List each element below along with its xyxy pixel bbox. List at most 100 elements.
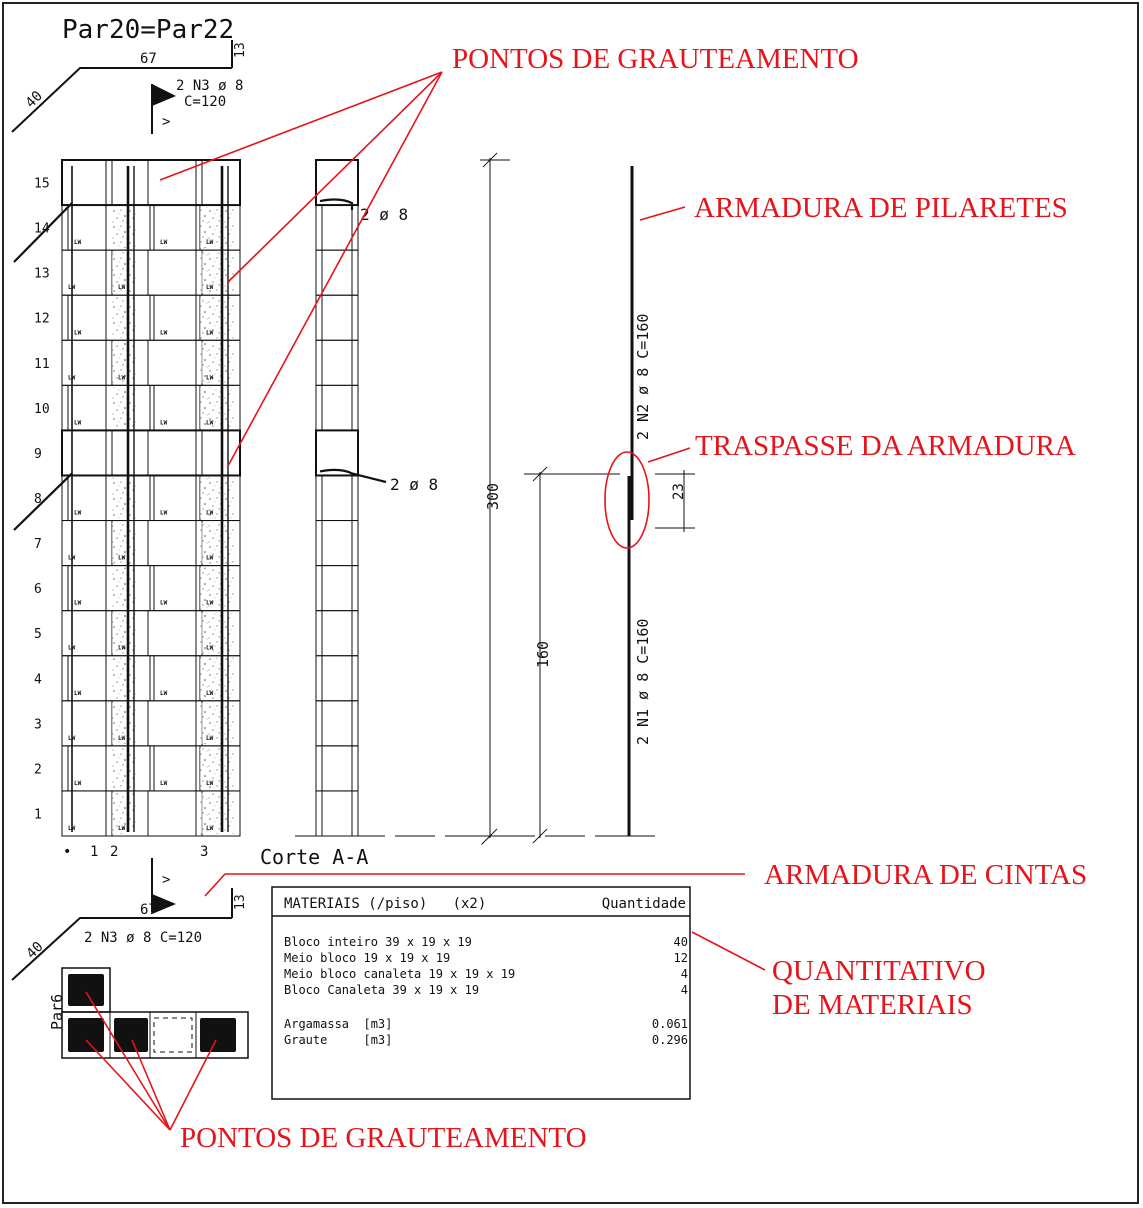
course-number: 13	[34, 267, 50, 282]
block-tag: LW	[206, 645, 214, 652]
block-tag: LW	[206, 284, 214, 291]
materials-header: MATERIAIS (/piso) (x2)	[284, 896, 486, 912]
block-tag: LW	[160, 510, 168, 517]
course-number: 8	[34, 492, 42, 507]
course-number: 15	[34, 177, 50, 192]
annotation-quantities-line2: DE MATERIAIS	[772, 989, 973, 1021]
block-tag: LW	[118, 645, 126, 652]
annotation-overlap: TRASPASSE DA ARMADURA	[695, 430, 1076, 462]
column-number-labels: • 1 2 3	[63, 844, 208, 860]
grouted-core	[112, 792, 136, 834]
block-tag: LW	[74, 419, 82, 426]
grouted-core	[112, 567, 136, 609]
block-tag: LW	[206, 329, 214, 336]
grouted-core	[112, 657, 136, 699]
bottom-dim-40: 40	[23, 939, 46, 962]
bottom-bar-shape: 67 40 13 2 N3 ø 8 C=120	[11, 888, 248, 981]
bond-beam-bar-hook	[13, 472, 73, 531]
column-number-3: 3	[200, 844, 208, 860]
block-tag: LW	[160, 690, 168, 697]
block-tag: LW	[206, 419, 214, 426]
grouted-core	[112, 387, 136, 429]
block-tag: LW	[74, 780, 82, 787]
block-tag: LW	[206, 735, 214, 742]
annotation-quantities-line1: QUANTITATIVO	[772, 955, 986, 987]
section-bar-upper: 2 ø 8	[360, 205, 408, 224]
materials-row-label: Meio bloco 19 x 19 x 19	[284, 951, 450, 965]
block-tag: LW	[206, 825, 214, 832]
block-tag: LW	[206, 600, 214, 607]
bond-beam-course	[61, 159, 241, 207]
course-number: 4	[34, 672, 42, 687]
materials-row-qty: 4	[681, 967, 688, 981]
plan-detail-par6: Par6	[48, 967, 249, 1059]
column-number-1: 1	[90, 844, 98, 860]
block-tag: LW	[206, 374, 214, 381]
block-tag: LW	[160, 239, 168, 246]
section-title: Corte A-A	[260, 845, 368, 869]
plan-grout-cell	[68, 1018, 104, 1052]
grouted-core	[112, 612, 136, 654]
block-tag: LW	[74, 690, 82, 697]
materials-row-label: Bloco Canaleta 39 x 19 x 19	[284, 983, 479, 997]
course-number: 6	[34, 582, 42, 597]
section-marker-top-label: >	[162, 114, 170, 130]
bottom-bar-label: 2 N3 ø 8 C=120	[84, 930, 202, 946]
course-number: 3	[34, 717, 42, 732]
materials-row-label: Meio bloco canaleta 19 x 19 x 19	[284, 967, 515, 981]
block-tag: LW	[118, 284, 126, 291]
materials-row-label: Bloco inteiro 39 x 19 x 19	[284, 935, 472, 949]
bar-n2-label: 2 N2 ø 8 C=160	[634, 314, 652, 440]
block-tag: LW	[74, 239, 82, 246]
plan-grout-cell	[68, 974, 104, 1006]
plan-grout-cell	[200, 1018, 236, 1052]
section-bar-lower: 2 ø 8	[390, 475, 438, 494]
grouted-core	[112, 207, 136, 249]
block-tag: LW	[206, 555, 214, 562]
top-bar-label-1: 2 N3 ø 8	[176, 78, 243, 94]
block-tag: LW	[206, 239, 214, 246]
materials-header-qty: Quantidade	[602, 896, 686, 912]
block-tag: LW	[160, 780, 168, 787]
top-dim-13: 13	[233, 42, 248, 58]
section-a-a	[315, 159, 387, 837]
bar-n1-label: 2 N1 ø 8 C=160	[634, 619, 652, 745]
annotation-grout-points-top: PONTOS DE GRAUTEAMENTO	[452, 43, 859, 75]
bond-beam-course	[61, 429, 241, 477]
materials-total-label: Argamassa [m3]	[284, 1017, 392, 1031]
annotation-grout-points-bottom: PONTOS DE GRAUTEAMENTO	[180, 1122, 587, 1154]
grouted-core	[112, 297, 136, 339]
materials-total-label: Graute [m3]	[284, 1033, 392, 1047]
column-marker: •	[63, 844, 71, 860]
block-tag: LW	[160, 600, 168, 607]
section-marker-top: >	[151, 84, 176, 134]
block-tag: LW	[118, 555, 126, 562]
plan-grout-cell	[114, 1018, 148, 1052]
grouted-core	[112, 747, 136, 789]
flag-icon	[152, 84, 176, 106]
materials-row-qty: 40	[674, 935, 688, 949]
grouted-core	[112, 702, 136, 744]
grouted-core	[112, 477, 136, 519]
block-tag: LW	[74, 600, 82, 607]
section-bond-beam	[315, 159, 359, 207]
materials-total-qty: 0.061	[652, 1017, 688, 1031]
materials-table: MATERIAIS (/piso) (x2) Quantidade Bloco …	[271, 886, 691, 1100]
materials-total-qty: 0.296	[652, 1033, 688, 1047]
block-tag: LW	[206, 510, 214, 517]
section-marker-bottom-label: >	[162, 872, 170, 888]
section-marker-bottom: >	[151, 858, 176, 914]
block-tag: LW	[118, 735, 126, 742]
course-number: 11	[34, 357, 50, 372]
section-bar-leader	[319, 468, 387, 484]
top-bar-label-2: C=120	[184, 94, 226, 110]
height-dimension: 300	[480, 152, 510, 845]
lap-dim-label: 160	[534, 641, 552, 668]
wall-elevation: LW LW LW LW LW LW LW LW LW LW LW LW LW LW LW LW LW LW LW LW…	[13, 159, 241, 837]
grouted-core	[112, 522, 136, 564]
top-bar-shape: 67 40 13 2 N3 ø 8 C=120	[11, 40, 248, 133]
column-reinforcement-bars: 2 N2 ø 8 C=160 2 N1 ø 8 C=160 23	[627, 166, 695, 836]
